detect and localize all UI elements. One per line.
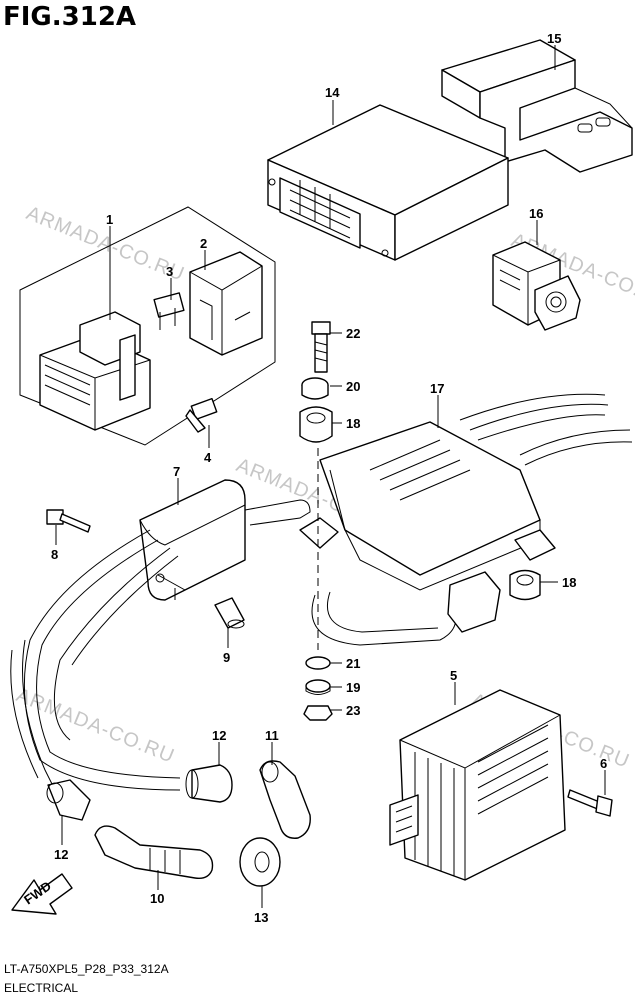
part-16-connector bbox=[492, 241, 581, 331]
part-17-regulator bbox=[299, 393, 633, 646]
figure-code: LT-A750XPL5_P28_P33_312A bbox=[4, 962, 169, 976]
callout-16: 16 bbox=[529, 206, 543, 221]
part-7-ignition-coil bbox=[139, 479, 311, 601]
figure-caption: ELECTRICAL bbox=[4, 981, 79, 995]
callout-17: 17 bbox=[430, 381, 444, 396]
part-21-washer bbox=[305, 656, 331, 670]
part-23-nut bbox=[303, 705, 333, 721]
part-5-rectifier bbox=[389, 689, 566, 881]
high-tension-leads bbox=[10, 529, 181, 791]
callouts: 1 2 3 4 5 6 7 8 9 10 11 12 12 13 14 15 1… bbox=[51, 31, 607, 925]
part-20-collar bbox=[301, 385, 329, 400]
part-12-plug-cap-a bbox=[185, 764, 233, 803]
part-14-ecm bbox=[267, 104, 509, 261]
callout-12a: 12 bbox=[212, 728, 226, 743]
callout-7: 7 bbox=[173, 464, 180, 479]
callout-22: 22 bbox=[346, 326, 360, 341]
part-9-spacer bbox=[214, 597, 245, 629]
callout-5: 5 bbox=[450, 668, 457, 683]
part-12-plug-cap-b bbox=[46, 779, 91, 821]
part-1-assembly bbox=[19, 206, 276, 446]
callout-9: 9 bbox=[223, 650, 230, 665]
callout-3: 3 bbox=[166, 264, 173, 279]
callout-10: 10 bbox=[150, 891, 164, 906]
callout-11: 11 bbox=[265, 728, 279, 743]
part-13-grommet bbox=[239, 837, 281, 887]
callout-2: 2 bbox=[200, 236, 207, 251]
part-11-plug-cap bbox=[259, 760, 311, 839]
callout-15: 15 bbox=[547, 31, 561, 46]
callout-19: 19 bbox=[346, 680, 360, 695]
callout-21: 21 bbox=[346, 656, 360, 671]
callout-13: 13 bbox=[254, 910, 268, 925]
part-15-cover bbox=[441, 39, 633, 173]
leader-lines bbox=[55, 45, 606, 908]
part-6-bolt bbox=[567, 789, 613, 817]
part-2-bracket bbox=[189, 251, 263, 356]
callout-1: 1 bbox=[106, 212, 113, 227]
part-19-washer bbox=[305, 679, 331, 695]
part-8-bolt bbox=[46, 509, 91, 533]
callout-12b: 12 bbox=[54, 847, 68, 862]
part-4-bolt bbox=[185, 397, 218, 433]
part-3-fuse bbox=[153, 292, 185, 330]
part-18-grommet-upper bbox=[299, 406, 333, 443]
callout-18b: 18 bbox=[562, 575, 576, 590]
part-22-bolt bbox=[311, 321, 331, 373]
fwd-arrow: FWD bbox=[11, 873, 73, 915]
callout-4: 4 bbox=[204, 450, 212, 465]
figure-title: FIG.312A bbox=[3, 2, 137, 32]
part-18-grommet-right bbox=[509, 569, 541, 601]
callout-14: 14 bbox=[325, 85, 340, 100]
callout-20: 20 bbox=[346, 379, 360, 394]
part-10-plug-cap bbox=[94, 825, 214, 880]
callout-23: 23 bbox=[346, 703, 360, 718]
callout-18a: 18 bbox=[346, 416, 360, 431]
callout-8: 8 bbox=[51, 547, 58, 562]
callout-6: 6 bbox=[600, 756, 607, 771]
